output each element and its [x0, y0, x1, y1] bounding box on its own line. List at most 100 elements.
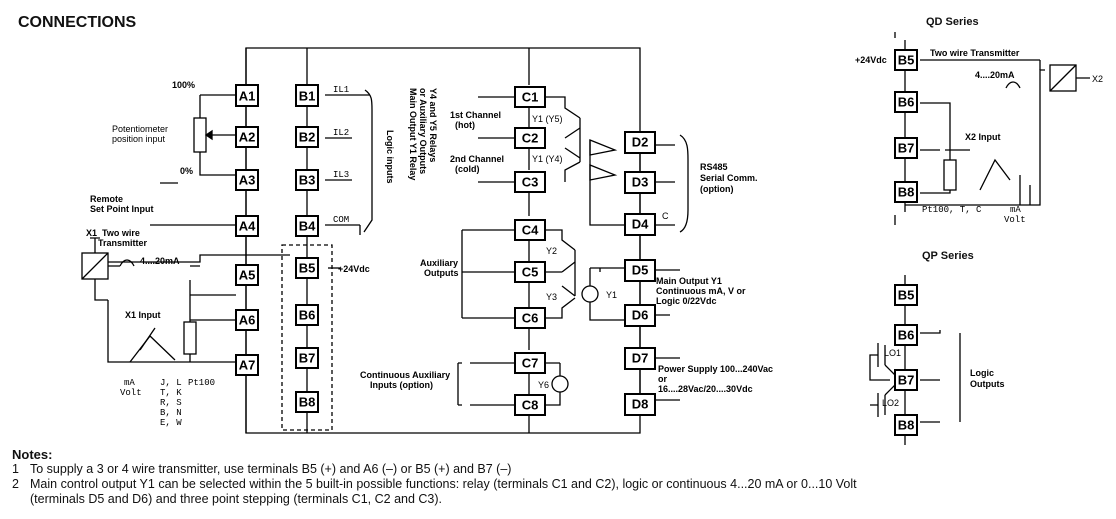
svg-text:C1: C1 [522, 90, 539, 105]
terminal-a5: A5 [235, 264, 259, 286]
svg-text:B6: B6 [898, 328, 915, 343]
svg-text:IL1: IL1 [333, 85, 349, 95]
terminal-d3: D3 [624, 171, 656, 194]
svg-text:Transmitter: Transmitter [98, 238, 148, 248]
qp-terminal-b6: B6 [894, 324, 918, 346]
svg-text:A7: A7 [239, 358, 256, 373]
svg-text:B5: B5 [898, 288, 915, 303]
note-1-text: To supply a 3 or 4 wire transmitter, use… [30, 462, 512, 476]
terminal-b6: B6 [295, 304, 319, 326]
svg-text:Pt100, T, C: Pt100, T, C [922, 205, 982, 215]
svg-text:C: C [662, 211, 669, 221]
terminal-d7: D7 [624, 347, 656, 370]
svg-text:A4: A4 [239, 219, 256, 234]
svg-text:C6: C6 [522, 311, 539, 326]
svg-text:Continuous Auxiliary: Continuous Auxiliary [360, 370, 450, 380]
svg-text:4....20mA: 4....20mA [975, 70, 1015, 80]
terminal-a7: A7 [235, 354, 259, 376]
svg-text:R, S: R, S [160, 398, 182, 408]
svg-text:D2: D2 [632, 135, 649, 150]
terminal-c3: C3 [514, 171, 546, 193]
svg-text:LO2: LO2 [882, 398, 899, 408]
svg-text:C4: C4 [522, 223, 539, 238]
svg-text:Power Supply 100...240Vac: Power Supply 100...240Vac [658, 364, 773, 374]
qd-terminal-b5: B5 [894, 49, 918, 71]
terminal-d8: D8 [624, 393, 656, 416]
notes: Notes: 1 To supply a 3 or 4 wire transmit… [12, 447, 857, 507]
svg-text:B8: B8 [898, 418, 915, 433]
terminal-b1: B1 [295, 84, 319, 107]
svg-text:B8: B8 [898, 185, 915, 200]
svg-text:D6: D6 [632, 308, 649, 323]
svg-text:RS485: RS485 [700, 162, 728, 172]
svg-text:Logic inputs: Logic inputs [385, 130, 395, 184]
qp-terminal-b7: B7 [894, 369, 918, 391]
svg-text:mA: mA [1010, 205, 1021, 215]
notes-heading: Notes: [12, 447, 53, 462]
svg-text:Main Output Y1 Relay: Main Output Y1 Relay [408, 88, 418, 180]
svg-text:A3: A3 [239, 173, 256, 188]
svg-text:B1: B1 [299, 89, 316, 104]
terminal-a3: A3 [235, 169, 259, 191]
svg-text:Remote: Remote [90, 194, 123, 204]
svg-text:+24Vdc: +24Vdc [338, 264, 370, 274]
terminal-b7: B7 [295, 347, 319, 369]
svg-text:Two wire: Two wire [102, 228, 140, 238]
svg-text:C2: C2 [522, 131, 539, 146]
svg-text:Set Point Input: Set Point Input [90, 204, 154, 214]
svg-text:Outputs: Outputs [970, 379, 1005, 389]
qd-terminal-b6: B6 [894, 91, 918, 113]
svg-text:position input: position input [112, 134, 166, 144]
svg-text:Y1 (Y4): Y1 (Y4) [532, 154, 563, 164]
svg-text:(cold): (cold) [455, 164, 480, 174]
svg-text:B, N: B, N [160, 408, 182, 418]
svg-text:Y1: Y1 [606, 290, 617, 300]
svg-text:B4: B4 [299, 219, 316, 234]
terminal-a4: A4 [235, 215, 259, 237]
svg-text:B2: B2 [299, 130, 316, 145]
svg-text:B7: B7 [299, 351, 316, 366]
svg-text:LO1: LO1 [884, 348, 901, 358]
svg-text:A2: A2 [239, 130, 256, 145]
note-2-continued: (terminals D5 and D6) and three point st… [30, 492, 443, 506]
terminal-a6: A6 [235, 309, 259, 331]
svg-text:Volt: Volt [1004, 215, 1026, 225]
svg-text:Two wire Transmitter: Two wire Transmitter [930, 48, 1020, 58]
qd-terminal-b8: B8 [894, 181, 918, 203]
svg-text:X2: X2 [1092, 74, 1103, 84]
svg-text:D3: D3 [632, 175, 649, 190]
terminal-c8: C8 [514, 394, 546, 416]
terminal-c2: C2 [514, 127, 546, 149]
svg-text:16....28Vac/20....30Vdc: 16....28Vac/20....30Vdc [658, 384, 753, 394]
svg-text:Logic 0/22Vdc: Logic 0/22Vdc [656, 296, 717, 306]
svg-text:D7: D7 [632, 351, 649, 366]
svg-text:B5: B5 [299, 261, 316, 276]
svg-text:J, L: J, L [160, 378, 182, 388]
qd-series-title: QD Series [926, 16, 979, 28]
svg-text:or Auxiliary Outputs: or Auxiliary Outputs [418, 88, 428, 174]
svg-text:Logic: Logic [970, 368, 994, 378]
svg-text:X1 Input: X1 Input [125, 310, 161, 320]
svg-text:IL3: IL3 [333, 170, 349, 180]
svg-text:D4: D4 [632, 217, 649, 232]
terminal-b3: B3 [295, 169, 319, 191]
note-2-text: Main control output Y1 can be selected w… [30, 477, 857, 491]
svg-text:X1: X1 [86, 228, 97, 238]
svg-text:T, K: T, K [160, 388, 182, 398]
svg-text:B8: B8 [299, 395, 316, 410]
qd-terminal-b7: B7 [894, 137, 918, 159]
svg-text:Y4 and Y5 Relays: Y4 and Y5 Relays [428, 88, 438, 162]
svg-text:Y1 (Y5): Y1 (Y5) [532, 114, 563, 124]
svg-text:IL2: IL2 [333, 128, 349, 138]
terminal-d5: D5 [624, 259, 656, 282]
svg-text:D8: D8 [632, 397, 649, 412]
svg-text:C7: C7 [522, 356, 539, 371]
svg-text:Outputs: Outputs [424, 268, 459, 278]
svg-text:mA: mA [124, 378, 135, 388]
svg-text:D5: D5 [632, 263, 649, 278]
note-1-number: 1 [12, 462, 19, 476]
terminal-b8: B8 [295, 391, 319, 413]
svg-text:B7: B7 [898, 141, 915, 156]
svg-text:0%: 0% [180, 166, 193, 176]
